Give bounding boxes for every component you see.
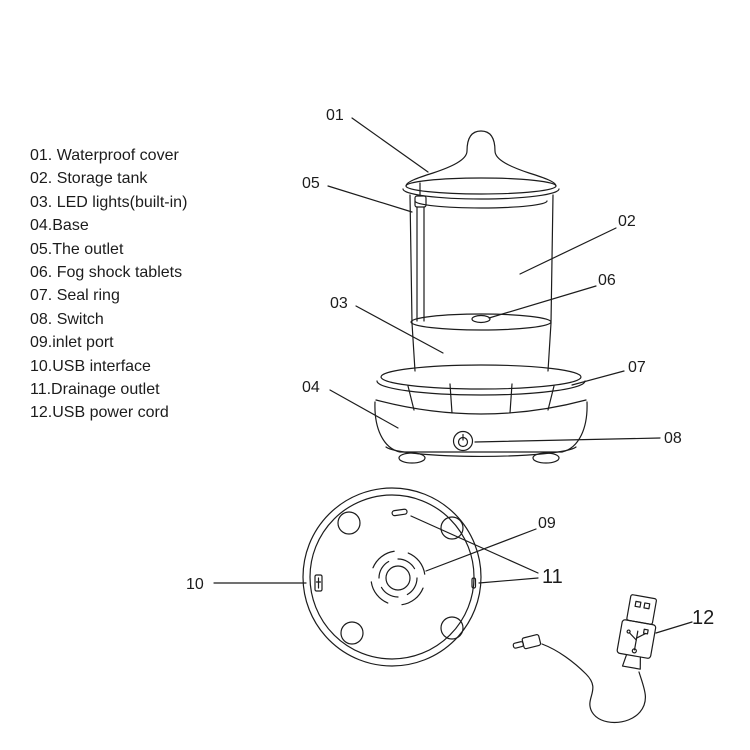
cable-wire — [541, 643, 646, 724]
leader-line-05 — [327, 185, 413, 213]
power-switch — [452, 430, 474, 452]
leader-line-07 — [571, 370, 625, 386]
callout-09: 09 — [538, 515, 556, 532]
leader-line-04 — [329, 389, 399, 429]
fog-shock-tablet — [471, 314, 491, 324]
legend-item-05: 05.The outlet — [30, 240, 124, 258]
legend-item-03: 03. LED lights(built-in) — [30, 193, 188, 211]
usb-interface-port — [314, 574, 323, 592]
legend-item-12: 12.USB power cord — [30, 404, 169, 422]
parts-legend: 01. Waterproof cover 02. Storage tank 03… — [30, 144, 187, 425]
waterproof-cover — [402, 130, 560, 200]
callout-12: 12 — [692, 607, 714, 629]
callout-01: 01 — [326, 107, 344, 124]
legend-item-04: 04.Base — [30, 217, 89, 235]
bottom-foot-3 — [340, 621, 364, 645]
leader-line-11b — [478, 577, 539, 584]
callout-07: 07 — [628, 359, 646, 376]
strain-relief — [621, 653, 641, 670]
leader-line-09 — [425, 528, 537, 572]
leader-line-08 — [474, 437, 661, 443]
callout-04: 04 — [302, 379, 320, 396]
callout-05: 05 — [302, 175, 320, 192]
callout-labels: 01 05 02 06 03 07 04 08 09 10 11 12 — [186, 107, 714, 629]
usb-cable — [512, 594, 657, 724]
leader-line-03 — [355, 305, 444, 354]
legend-item-01: 01. Waterproof cover — [30, 147, 179, 164]
legend-item-06: 06. Fog shock tablets — [30, 264, 183, 282]
outlet-tube — [414, 182, 427, 322]
usb-connector — [616, 594, 657, 670]
bottom-foot-2 — [440, 516, 464, 540]
callout-10: 10 — [186, 576, 204, 593]
leader-line-01 — [351, 117, 429, 173]
device-front-view — [374, 130, 588, 464]
callout-11: 11 — [542, 566, 563, 588]
legend-item-10: 10.USB interface — [30, 357, 151, 375]
legend-item-07: 07. Seal ring — [30, 287, 120, 305]
base — [374, 364, 588, 464]
foot-left — [398, 452, 426, 464]
dc-plug — [512, 634, 542, 650]
callout-03: 03 — [330, 295, 348, 312]
usb-metal-shield — [626, 594, 657, 625]
leader-lines — [213, 117, 693, 634]
leader-line-02 — [519, 227, 617, 275]
air-inlet-fan — [370, 550, 426, 606]
callout-08: 08 — [664, 430, 682, 447]
bottom-foot-4 — [440, 616, 464, 640]
bottom-view — [302, 487, 482, 667]
foot-right — [532, 452, 560, 464]
usb-body — [616, 619, 657, 659]
seal-ring — [380, 364, 582, 390]
water-line — [410, 313, 552, 331]
callout-06: 06 — [598, 272, 616, 289]
drainage-outlet-side — [471, 577, 477, 589]
legend-item-08: 08. Switch — [30, 310, 104, 328]
callout-02: 02 — [618, 213, 636, 230]
legend-item-11: 11.Drainage outlet — [30, 381, 160, 399]
legend-item-09: 09.inlet port — [30, 334, 114, 352]
bottom-foot-1 — [337, 511, 361, 535]
drainage-outlet-top — [391, 508, 408, 517]
leader-line-11a — [410, 515, 539, 574]
leader-line-06 — [488, 285, 597, 319]
legend-item-02: 02. Storage tank — [30, 170, 148, 188]
storage-tank — [409, 194, 554, 372]
usb-trident-icon — [626, 628, 649, 654]
leader-line-12 — [655, 621, 693, 634]
